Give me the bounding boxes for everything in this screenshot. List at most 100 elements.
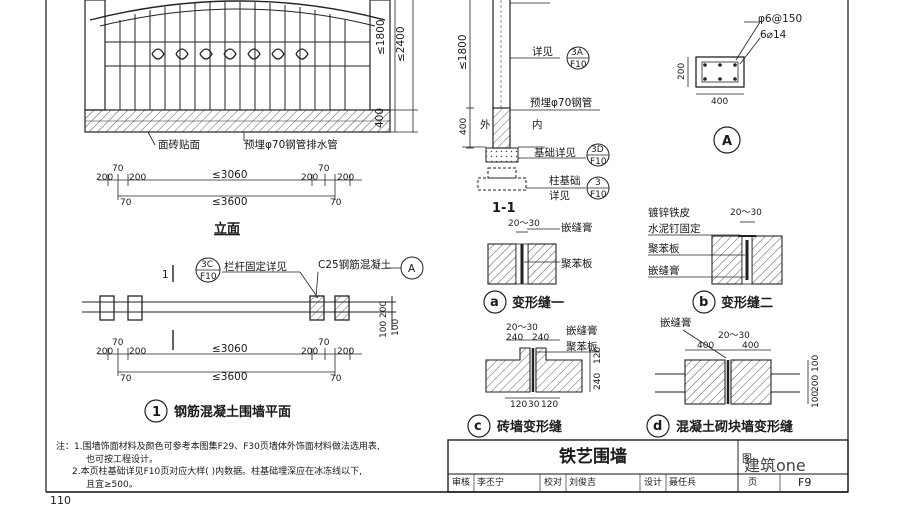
detail-b-label-3: 聚苯板: [648, 242, 680, 255]
s11-label-in: 内: [532, 118, 543, 131]
page-number: 110: [50, 494, 71, 507]
plan-dim-side-2: 100: [379, 321, 389, 338]
elevation-note-pipe: 预埋φ70钢管排水管: [244, 138, 338, 151]
plan-dim-r1-0: 200: [96, 347, 113, 357]
detail-a-letter-circle: [483, 290, 507, 314]
detail-b-drawing: [711, 221, 783, 285]
tb-check-label: 校对: [544, 478, 563, 488]
title-block-tuji: 图: [742, 454, 752, 465]
tb-check-name: 刘俊吉: [569, 478, 597, 488]
detail-c-dim-240b: 240: [532, 333, 549, 343]
drawing-notes: 注：1.围墙饰面材料及颜色可参考本图集F29、F30页墙体外饰面材料做法选用表,…: [56, 441, 456, 491]
plan-title: 钢筋混凝土围墙平面: [174, 404, 291, 420]
plan-ref-a: A: [408, 263, 416, 275]
s11-ref1-top: 3A: [571, 48, 584, 58]
plan-cut-mark: 1: [162, 269, 169, 281]
section-a-rebars: [703, 63, 737, 81]
detail-d-title: 混凝土砌块墙变形缝: [676, 419, 793, 435]
s11-label-see: 详见: [532, 45, 553, 58]
plan-dim-lines: [98, 348, 362, 376]
detail-d-label-fill: 嵌缝膏: [660, 316, 692, 329]
elevation-dim-400: 400: [374, 108, 386, 128]
s11-label-pipe: 预埋φ70钢管: [530, 96, 592, 109]
detail-a-label-board: 聚苯板: [561, 257, 593, 270]
s11-dim-400: 400: [459, 118, 469, 135]
tb-review-name: 李丕宁: [477, 478, 505, 488]
s11-label-col: 柱基础: [549, 174, 581, 187]
plan-dim-side-0: 200: [379, 301, 389, 318]
tb-page-label: 页: [748, 478, 758, 488]
detail-c-label-board: 聚苯板: [566, 340, 598, 353]
s11-label-out: 外: [480, 119, 491, 131]
elev-dim-r2-2: 70: [330, 198, 342, 208]
elev-dim-r1-1: 70: [112, 164, 124, 174]
elevation-dim-2400: ≤2400: [395, 26, 407, 62]
section-a-dim-w: 400: [711, 97, 728, 107]
detail-d-dim-side-1: 200: [811, 375, 821, 392]
elev-dim-r1-4: 200: [301, 173, 318, 183]
detail-a-dim: 20～30: [508, 219, 540, 229]
tb-page-num: F9: [798, 476, 812, 489]
detail-b-letter: b: [699, 295, 708, 310]
detail-d-dim-top: 20～30: [718, 331, 750, 341]
detail-d-dim-400a: 400: [697, 341, 714, 351]
detail-b-label-1: 镀锌铁皮: [648, 206, 690, 219]
title-block-row: 审核 李丕宁 校对 刘俊吉 设计 聂任兵 页 F9: [448, 474, 848, 492]
elevation-dim-1800: ≤1800: [375, 19, 387, 55]
detail-d-letter: d: [653, 419, 662, 434]
s11-ref1-bottom: F10: [570, 60, 587, 70]
plan-dim-r2-0: 70: [120, 374, 132, 384]
detail-c-drawing: [485, 339, 591, 399]
detail-a-label-fill: 嵌缝膏: [561, 221, 593, 234]
plan-wall: [82, 295, 396, 330]
detail-d-dim-side-2: 100: [811, 391, 821, 408]
plan-dim-r1-3: ≤3060: [212, 343, 248, 355]
title-block-title: 铁艺围墙: [559, 447, 627, 467]
elevation-dim-lines: [98, 174, 362, 200]
title-block-grid: [447, 439, 849, 493]
detail-b-label-2: 水泥钉固定: [648, 222, 701, 235]
detail-b-title: 变形缝二: [721, 295, 773, 311]
detail-c-dim-b-0: 120: [510, 400, 527, 410]
detail-c-dim-240a: 240: [506, 333, 523, 343]
note-line-3: 2.本页柱基础详见F10页对应大样( )内数据。柱基础埋深应在冰冻线以下,: [72, 467, 362, 477]
plan-dim-r1-6: 200: [337, 347, 354, 357]
s11-label-base: 基础详见: [534, 146, 576, 159]
detail-c-dim-side-1: 120: [593, 347, 603, 364]
detail-d-dim-side-0: 100: [811, 355, 821, 372]
detail-d-drawing: [655, 349, 809, 405]
plan-dim-r1-4: 200: [301, 347, 318, 357]
detail-a-drawing: [487, 231, 557, 285]
elev-dim-r1-0: 200: [96, 173, 113, 183]
tb-design-label: 设计: [644, 478, 663, 488]
plan-dim-r1-1: 70: [112, 338, 124, 348]
plan-number: 1: [152, 405, 161, 420]
s11-dim-1800: ≤1800: [457, 34, 469, 70]
detail-c-label-fill: 嵌缝膏: [566, 324, 598, 337]
elevation-note-tile: 面砖贴面: [158, 138, 200, 151]
elev-dim-r1-5: 70: [318, 164, 330, 174]
detail-c-dim-b-2: 120: [541, 400, 558, 410]
watermark: 建筑one: [744, 456, 806, 475]
s11-ref3-bottom: F10: [590, 190, 607, 200]
detail-c-dim-b-1: 30: [528, 400, 540, 410]
plan-dim-side-1: 100: [391, 319, 401, 336]
note-line-2: 也可按工程设计。: [86, 454, 159, 465]
section-a-label: A: [722, 134, 732, 149]
elev-dim-r2-1: ≤3600: [212, 196, 248, 208]
tb-design-name: 聂任兵: [669, 478, 697, 488]
elev-dim-r1-3: ≤3060: [212, 169, 248, 181]
s11-ref2-top: 3D: [591, 145, 604, 155]
section-a-rebar1: φ6@150: [758, 13, 802, 25]
plan-dim-r2-1: ≤3600: [212, 371, 248, 383]
plan-ref-top: 3C: [201, 260, 213, 270]
plan-dim-r1-2: 200: [129, 347, 146, 357]
note-line-1: 注：1.围墙饰面材料及颜色可参考本图集F29、F30页墙体外饰面材料做法选用表,: [56, 442, 380, 452]
detail-d-letter-circle: [646, 414, 670, 438]
detail-b-label-4: 嵌缝膏: [648, 264, 680, 277]
tb-review-label: 审核: [452, 478, 471, 488]
detail-c-letter: c: [474, 419, 482, 434]
s11-ref3-top: 3: [595, 178, 601, 188]
section-a-label-circle: [713, 126, 741, 154]
